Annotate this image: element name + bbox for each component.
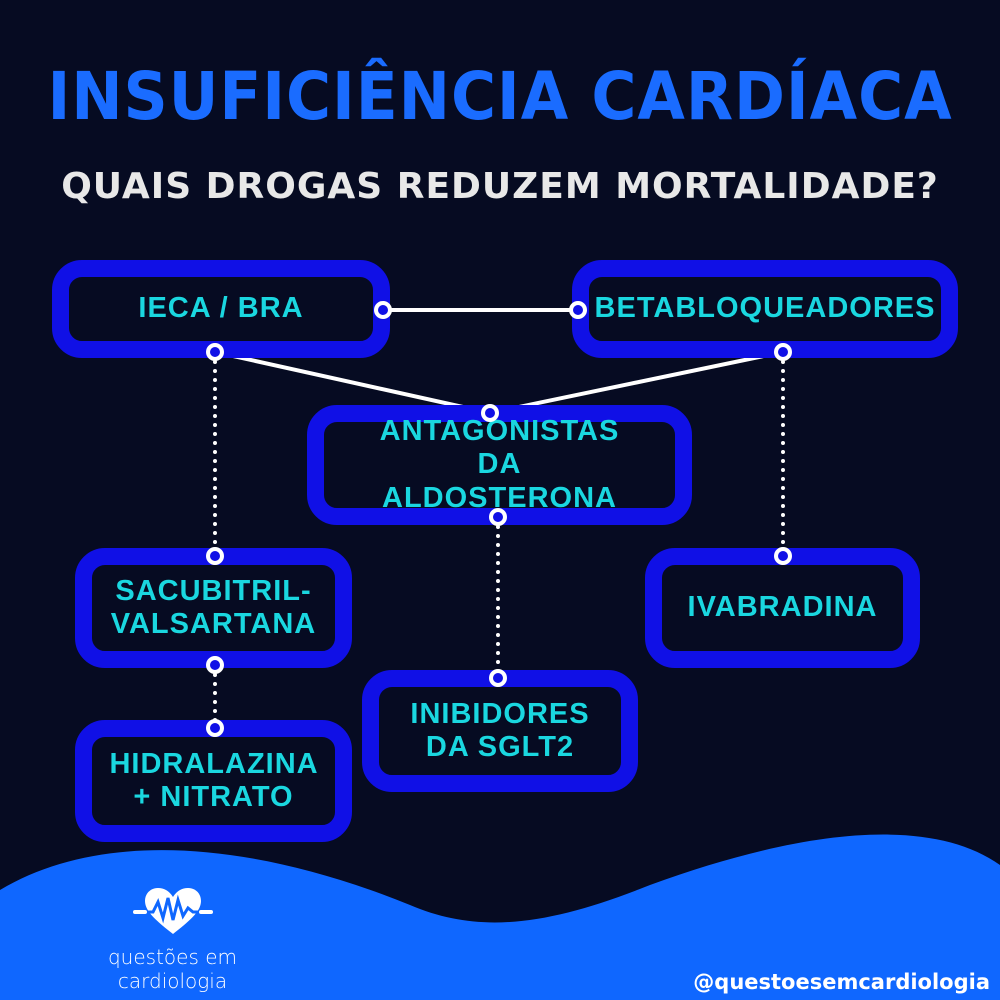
node-hidralazina-nitrato: HIDRALAZINA + NITRATO [75,720,352,842]
node-betabloqueadores: BETABLOQUEADORES [572,260,958,358]
social-handle: @questoesemcardiologia [693,970,990,994]
bottom-wave [0,834,1000,1000]
connector-ieca-antag-beta [214,350,784,416]
node-ivabradina: IVABRADINA [645,548,920,668]
brand-logo: questões em cardiologia [55,888,290,993]
node-ieca-bra: IECA / BRA [52,260,390,358]
brand-name: questões em cardiologia [107,945,238,993]
node-antagonistas-aldosterona: ANTAGONISTAS DA ALDOSTERONA [307,405,692,525]
node-inibidores-sglt2: INIBIDORES DA SGLT2 [362,670,638,792]
page-title: INSUFICIÊNCIA CARDÍACA [47,58,953,135]
heart-pulse-icon [132,888,213,934]
page-subtitle: QUAIS DROGAS REDUZEM MORTALIDADE? [61,166,939,207]
node-sacubitril-valsartana: SACUBITRIL-VALSARTANA [75,548,352,668]
